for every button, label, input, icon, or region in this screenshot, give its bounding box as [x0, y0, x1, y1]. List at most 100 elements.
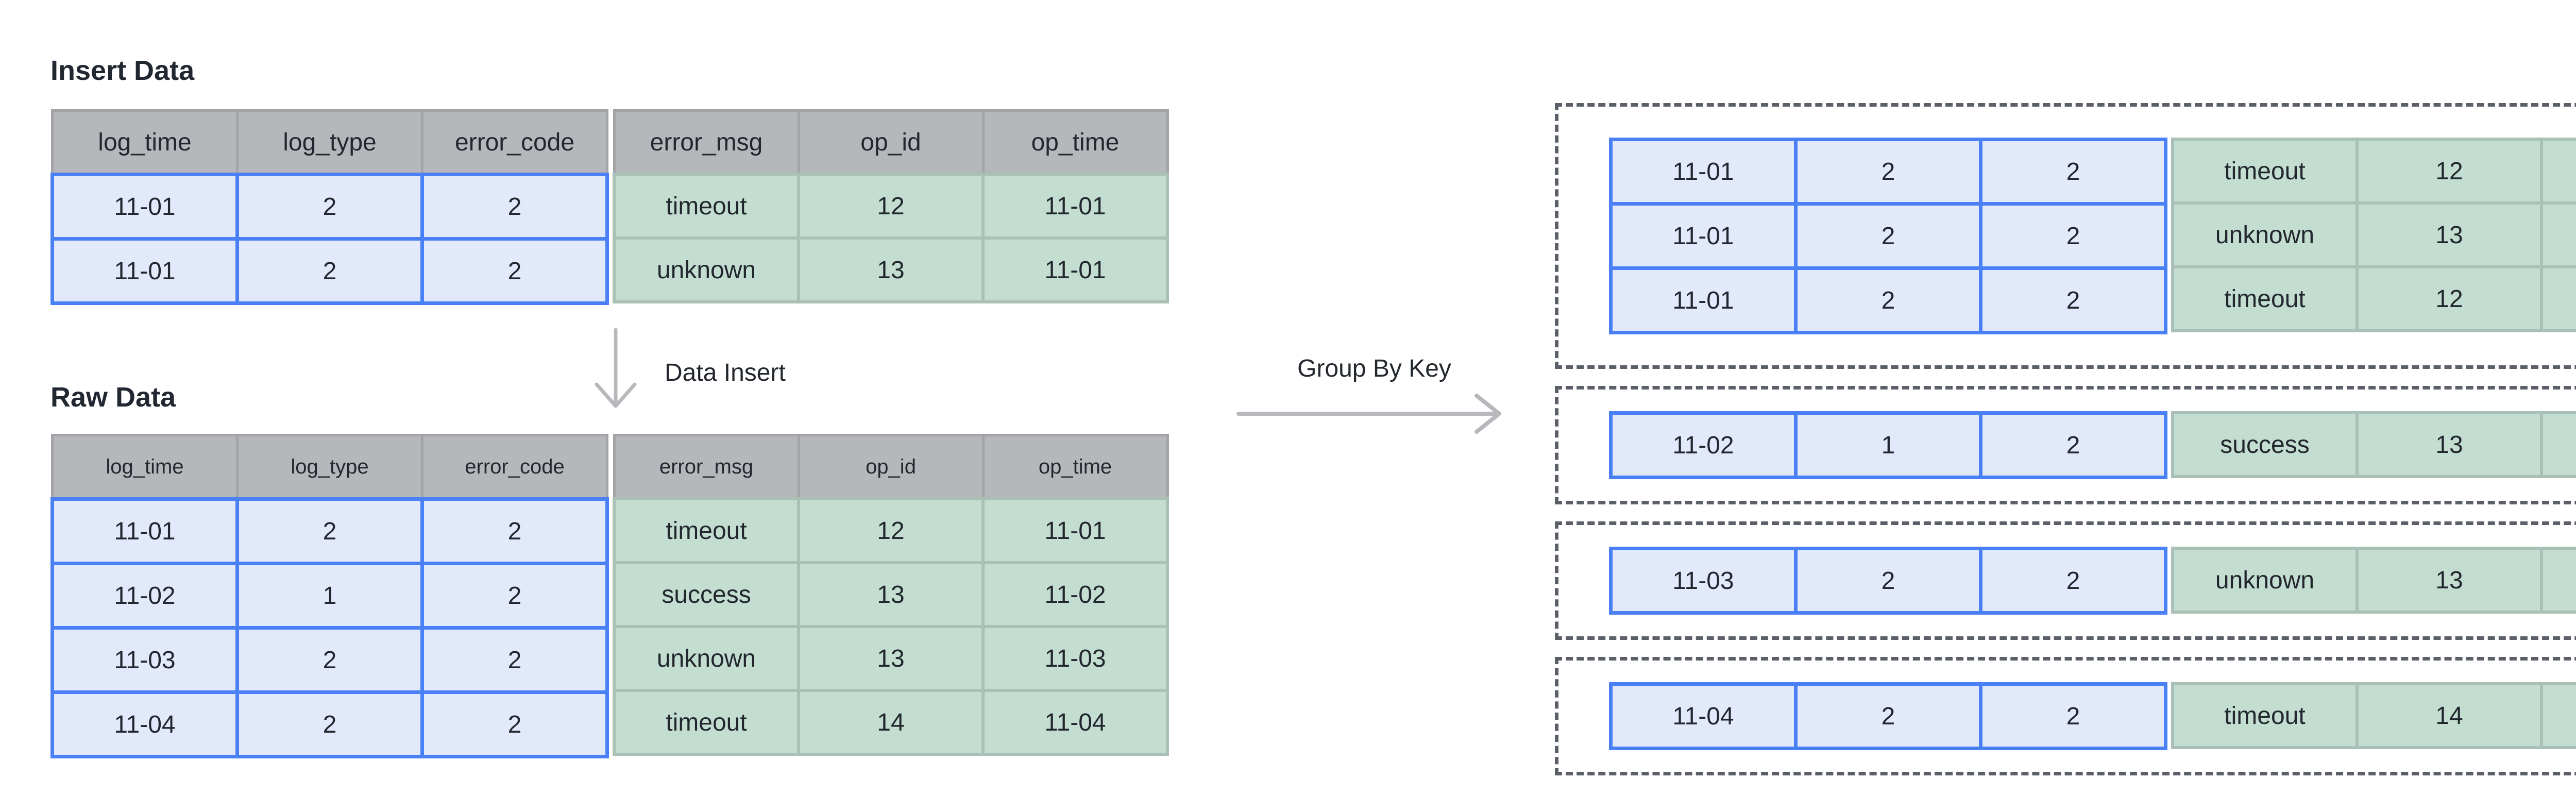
table-row: 11-01 2 2: [1609, 266, 2167, 334]
group-key-subtable: 11-02 1 2: [1609, 411, 2167, 479]
data-cell: 2: [1794, 547, 1982, 615]
data-cell: 11-01: [981, 173, 1169, 240]
data-cell: unknown: [613, 236, 800, 303]
group-by-key-label: Group By Key: [1297, 355, 1451, 382]
insert-data-table: log_time log_type error_code 11-01 2 2 1…: [50, 109, 1169, 305]
header-cell: log_type: [236, 109, 423, 176]
data-cell: 11-04: [1609, 682, 1798, 750]
data-cell: 11-04: [50, 690, 239, 758]
data-cell: 2: [1794, 202, 1982, 270]
data-cell: 2: [235, 173, 424, 241]
data-cell: 2: [1979, 547, 2167, 615]
data-cell: 2: [420, 626, 609, 694]
data-cell: 11-01: [2540, 265, 2576, 332]
data-cell: 11-01: [50, 173, 239, 241]
table-row: unknown 13 11-01: [2171, 201, 2576, 268]
data-cell: 13: [797, 625, 985, 692]
data-cell: 2: [1794, 138, 1982, 206]
group-key-subtable: 11-03 2 2: [1609, 547, 2167, 615]
table-row: timeout 12 11-01: [2171, 265, 2576, 332]
right-arrow-icon: [1236, 394, 1501, 434]
table-row: timeout 14 11-04: [2171, 682, 2576, 749]
group-table: 11-01 2 2 11-01 2 2 11-01 2 2: [1609, 138, 2576, 334]
table-row: 11-02 1 2: [1609, 411, 2167, 479]
table-row: 11-01 2 2: [50, 497, 609, 565]
group-table: 11-02 1 2 success 13 11-02: [1609, 411, 2576, 479]
data-cell: 2: [1979, 266, 2167, 334]
table-row: success 13 11-02: [613, 561, 1169, 628]
data-cell: 12: [797, 497, 985, 564]
data-cell: unknown: [613, 625, 800, 692]
data-cell: 11-02: [1609, 411, 1798, 479]
data-cell: 11-03: [981, 625, 1169, 692]
data-cell: 2: [420, 497, 609, 565]
data-cell: 14: [2355, 682, 2543, 749]
data-cell: 2: [1979, 138, 2167, 206]
insert-key-header: log_time log_type error_code: [51, 109, 608, 176]
data-cell: timeout: [2171, 138, 2359, 205]
header-row: log_time log_type error_code: [51, 434, 608, 500]
data-cell: 11-01: [981, 236, 1169, 303]
table-row: 11-01 2 2: [1609, 202, 2167, 270]
data-cell: 11-02: [50, 562, 239, 630]
data-cell: 11-02: [981, 561, 1169, 628]
header-cell: error_code: [421, 434, 608, 500]
header-cell: op_time: [981, 434, 1169, 500]
data-cell: 2: [1979, 682, 2167, 750]
group-box-1: 11-01 2 2 11-01 2 2 11-01 2 2: [1555, 103, 2576, 369]
data-cell: timeout: [613, 689, 800, 756]
data-cell: 2: [1794, 266, 1982, 334]
data-cell: 2: [1979, 202, 2167, 270]
data-cell: timeout: [613, 497, 800, 564]
data-cell: 2: [420, 173, 609, 241]
group-value-subtable: unknown 13 11-03: [2171, 547, 2576, 614]
data-cell: 1: [1794, 411, 1982, 479]
data-cell: 13: [797, 561, 985, 628]
insert-value-subtable: error_msg op_id op_time timeout 12 11-01…: [613, 109, 1169, 303]
table-row: 11-04 2 2: [1609, 682, 2167, 750]
header-cell: error_code: [421, 109, 608, 176]
down-arrow-icon: [595, 328, 637, 408]
raw-value-subtable: error_msg op_id op_time timeout 12 11-01…: [613, 434, 1169, 756]
data-cell: 13: [797, 236, 985, 303]
raw-key-header: log_time log_type error_code: [51, 434, 608, 500]
group-table: 11-04 2 2 timeout 14 11-04: [1609, 682, 2576, 750]
data-cell: 11-01: [2540, 201, 2576, 268]
data-cell: 11-04: [981, 689, 1169, 756]
group-box-2: 11-02 1 2 success 13 11-02: [1555, 386, 2576, 504]
data-cell: 1: [235, 562, 424, 630]
group-key-subtable: 11-04 2 2: [1609, 682, 2167, 750]
header-cell: op_id: [797, 434, 985, 500]
table-row: timeout 12 11-01: [613, 497, 1169, 564]
data-insert-label: Data Insert: [665, 359, 786, 386]
header-row: log_time log_type error_code: [51, 109, 608, 176]
group-table: 11-03 2 2 unknown 13 11-03: [1609, 547, 2576, 615]
table-row: timeout 12 11-01: [613, 173, 1169, 240]
data-cell: 11-02: [2540, 411, 2576, 478]
group-key-subtable: 11-01 2 2 11-01 2 2 11-01 2 2: [1609, 138, 2167, 334]
data-cell: timeout: [613, 173, 800, 240]
group-value-subtable: success 13 11-02: [2171, 411, 2576, 478]
data-cell: 2: [1794, 682, 1982, 750]
group-box-4: 11-04 2 2 timeout 14 11-04: [1555, 657, 2576, 775]
data-cell: 2: [420, 690, 609, 758]
header-cell: error_msg: [613, 434, 800, 500]
data-cell: 11-01: [1609, 202, 1798, 270]
header-cell: op_time: [981, 109, 1169, 176]
data-cell: unknown: [2171, 547, 2359, 614]
data-cell: success: [2171, 411, 2359, 478]
data-cell: 11-01: [2540, 138, 2576, 205]
data-cell: 13: [2355, 547, 2543, 614]
header-cell: error_msg: [613, 109, 800, 176]
data-cell: unknown: [2171, 201, 2359, 268]
header-cell: op_id: [797, 109, 985, 176]
data-cell: 2: [420, 237, 609, 305]
data-cell: 11-01: [1609, 266, 1798, 334]
data-cell: 12: [2355, 265, 2543, 332]
table-row: 11-02 1 2: [50, 562, 609, 630]
data-cell: 11-01: [50, 237, 239, 305]
table-row: unknown 13 11-01: [613, 236, 1169, 303]
data-cell: 14: [797, 689, 985, 756]
insert-data-title: Insert Data: [50, 55, 195, 86]
